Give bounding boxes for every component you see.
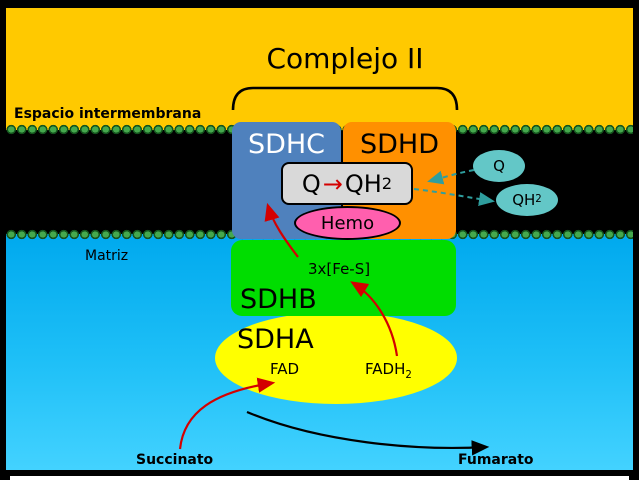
fadh2-subscript: 2 xyxy=(405,370,412,381)
qh2-text: QH xyxy=(344,169,382,198)
fumarate-label: Fumarato xyxy=(458,452,534,468)
bottom-margin xyxy=(10,476,629,480)
matrix-label: Matriz xyxy=(85,248,129,264)
intermembrane-space-label: Espacio intermembrana xyxy=(14,106,202,122)
fad-label: FAD xyxy=(270,360,300,378)
sdhb-label: SDHB xyxy=(240,284,317,315)
quinone-pool-q: Q xyxy=(473,150,525,182)
fadh2-label: FADH2 xyxy=(365,360,412,381)
q-text: Q xyxy=(301,169,321,198)
succinate-label: Succinato xyxy=(136,452,214,468)
sdha-subunit: SDHA FAD FADH2 xyxy=(215,312,457,404)
reduction-arrow-icon: → xyxy=(322,169,343,198)
iron-sulfur-clusters-label: 3x[Fe-S] xyxy=(308,260,371,278)
sdhc-label: SDHC xyxy=(247,129,326,160)
sdhb-subunit: 3x[Fe-S] SDHB xyxy=(231,240,456,316)
pool-qh2-text: QH xyxy=(512,191,536,209)
sdhd-label: SDHD xyxy=(359,129,440,160)
fadh2-text: FADH xyxy=(365,360,406,378)
heme-group: Hemo xyxy=(294,206,401,240)
diagram-title: Complejo II xyxy=(266,42,424,75)
sdha-label: SDHA xyxy=(237,324,314,355)
